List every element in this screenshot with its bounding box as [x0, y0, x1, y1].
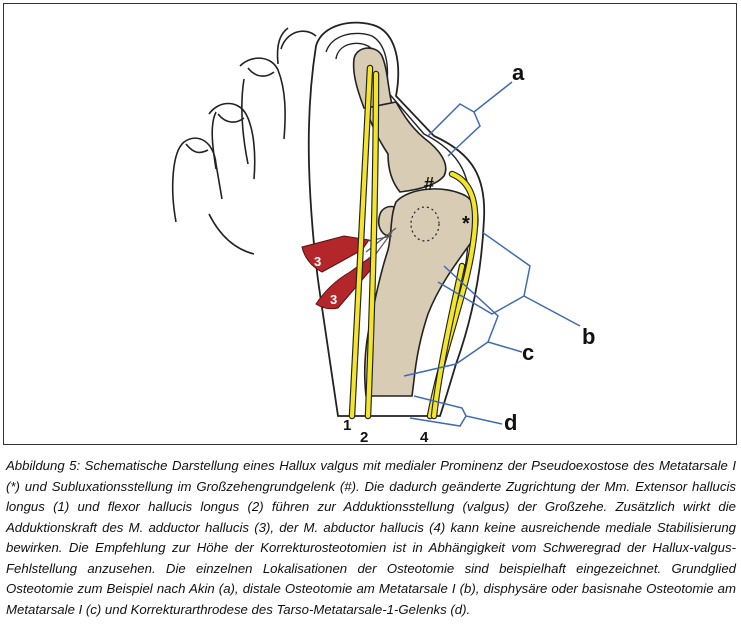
leader-d: [409, 395, 503, 427]
label-b: b: [582, 324, 595, 349]
leader-a: [427, 81, 513, 157]
proximal-phalanx: [364, 101, 447, 193]
leader-c: [403, 265, 523, 377]
leader-b: [437, 231, 581, 327]
label-d: d: [504, 410, 517, 435]
figure-caption: Abbildung 5: Schematische Darstellung ei…: [6, 458, 736, 617]
label-muscle-3-lower: 3: [330, 292, 337, 307]
adductor-muscle-upper: [301, 235, 370, 273]
lesser-toes: [171, 27, 317, 255]
tendons: [348, 64, 479, 420]
label-a: a: [512, 60, 525, 85]
label-tendon-4: 4: [420, 429, 429, 446]
label-c: c: [522, 340, 534, 365]
figure-frame: a b c d 1 2 4 # * 3 3: [3, 3, 737, 446]
label-tendon-2: 2: [360, 429, 368, 446]
label-tendon-1: 1: [343, 417, 351, 434]
leader-lines: [403, 81, 581, 427]
label-muscle-3-upper: 3: [314, 254, 321, 269]
label-star: *: [462, 213, 470, 235]
label-hash: #: [424, 174, 434, 194]
metatarsal-head-marker: [410, 206, 440, 242]
hallux-valgus-diagram: a b c d 1 2 4 # * 3 3: [171, 21, 595, 446]
